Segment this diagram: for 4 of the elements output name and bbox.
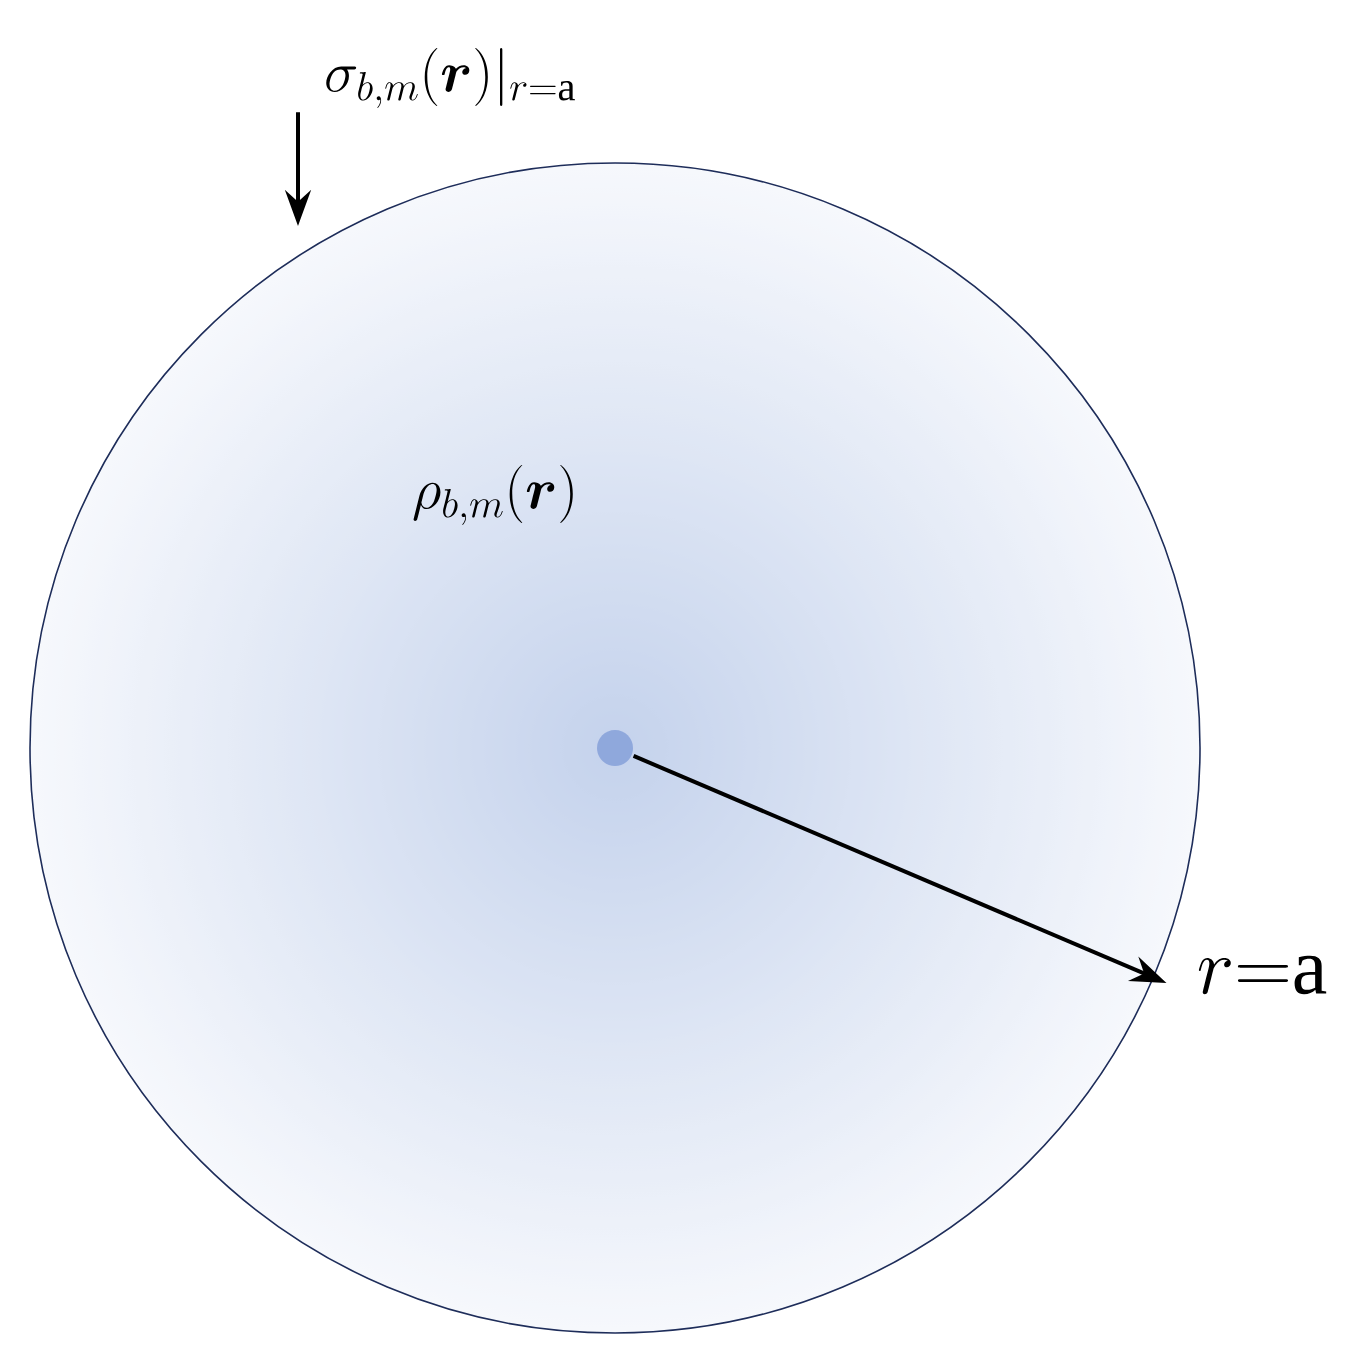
formula-label: $\sigma_{b,m}(\boldsymbol{r})|_{r=\mathrm{a}}$: [326, 47, 575, 108]
formula-label: $r{=}\mathrm{a}$: [1198, 955, 1327, 995]
formula-label: $\rho_{b,m}(\boldsymbol{r})$: [413, 465, 573, 525]
center-dot: [597, 730, 633, 766]
